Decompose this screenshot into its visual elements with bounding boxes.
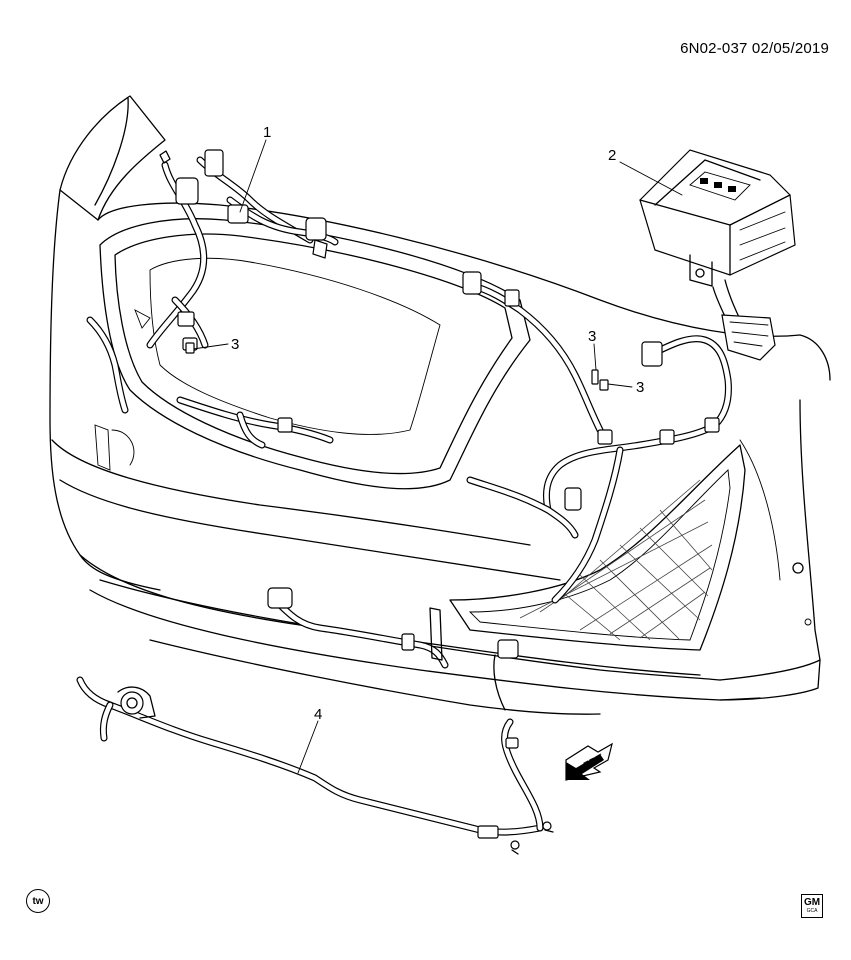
front-direction-arrow: FRT: [565, 742, 613, 781]
callout-3-left: 3: [231, 336, 239, 353]
front-fascia: [49, 95, 831, 715]
item-2-control-module: [639, 149, 796, 341]
callout-4: 4: [314, 706, 322, 723]
diagram-code: 6N02-037 02/05/2019: [680, 40, 829, 57]
callout-1: 1: [263, 124, 271, 141]
tw-badge: tw: [26, 889, 50, 913]
fasteners: [185, 342, 609, 391]
leader-4: [297, 720, 319, 774]
gm-logo-sub: GCA: [806, 908, 818, 914]
gm-logo-text: GM: [803, 897, 821, 908]
right-harness-branch: [462, 271, 776, 604]
item-1-upper-harness: [86, 149, 339, 449]
callout-3-upper: 3: [588, 328, 596, 345]
leader-3a: [192, 343, 229, 350]
leader-lines: [192, 139, 683, 774]
callout-3-right: 3: [636, 379, 644, 396]
leader-1: [239, 139, 267, 213]
item-4-lower-harness: [76, 676, 554, 855]
leader-3c: [607, 383, 633, 388]
lower-bumper-harness: [267, 587, 519, 711]
leader-3b: [593, 343, 597, 371]
grille-mesh: [519, 479, 713, 641]
gm-logo: GM GCA: [801, 894, 823, 918]
leader-2: [619, 161, 683, 196]
callout-2: 2: [608, 147, 616, 164]
